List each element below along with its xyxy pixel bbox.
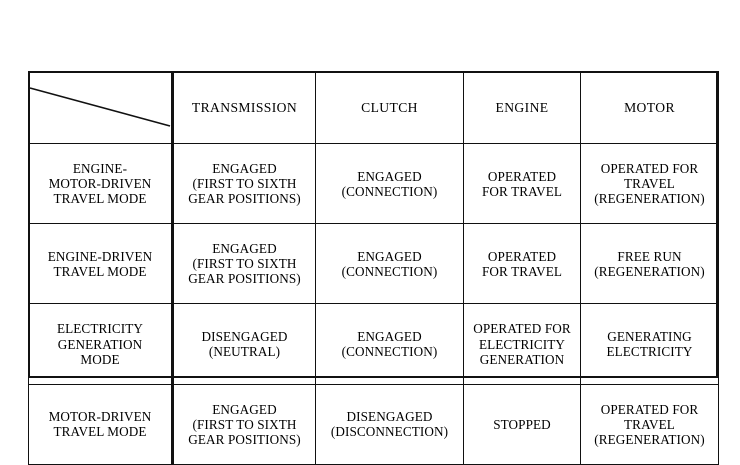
table-header-row: TRANSMISSION CLUTCH ENGINE MOTOR (28, 71, 719, 144)
row-header-engine-driven-travel-mode: ENGINE-DRIVEN TRAVEL MODE (28, 223, 174, 305)
cell-clutch: ENGAGED (CONNECTION) (315, 142, 464, 225)
cell-motor: OPERATED FOR TRAVEL (REGENERATION) (580, 142, 719, 225)
table-row: MOTOR-DRIVEN TRAVEL MODE ENGAGED (FIRST … (28, 383, 719, 465)
cell-transmission: ENGAGED (FIRST TO SIXTH GEAR POSITIONS) (172, 142, 316, 225)
cell-motor: GENERATING ELECTRICITY (580, 303, 719, 385)
column-header-motor: MOTOR (580, 71, 719, 144)
cell-clutch: ENGAGED (CONNECTION) (315, 303, 464, 385)
cell-motor: FREE RUN (REGENERATION) (580, 223, 719, 305)
mode-table-container: TRANSMISSION CLUTCH ENGINE MOTOR ENGINE-… (28, 71, 719, 465)
column-header-clutch-label: CLUTCH (361, 99, 418, 115)
column-header-motor-label: MOTOR (624, 99, 675, 115)
cell-engine: STOPPED (463, 383, 581, 465)
cell-transmission: ENGAGED (FIRST TO SIXTH GEAR POSITIONS) (172, 223, 316, 305)
cell-clutch: DISENGAGED (DISCONNECTION) (315, 383, 464, 465)
row-header-engine-motor-driven-travel-mode: ENGINE- MOTOR-DRIVEN TRAVEL MODE (28, 142, 174, 225)
cell-motor: OPERATED FOR TRAVEL (REGENERATION) (580, 383, 719, 465)
column-header-engine-label: ENGINE (495, 99, 549, 115)
column-header-clutch: CLUTCH (315, 71, 464, 144)
cell-transmission: ENGAGED (FIRST TO SIXTH GEAR POSITIONS) (172, 383, 316, 465)
column-header-transmission-label: TRANSMISSION (191, 99, 298, 115)
row-header-electricity-generation-mode: ELECTRICITY GENERATION MODE (28, 303, 174, 385)
table-row: ENGINE-DRIVEN TRAVEL MODE ENGAGED (FIRST… (28, 223, 719, 305)
column-header-transmission: TRANSMISSION (172, 71, 316, 144)
row-header-motor-driven-travel-mode: MOTOR-DRIVEN TRAVEL MODE (28, 383, 174, 465)
corner-cell-diagonal (28, 71, 174, 144)
table-row: ELECTRICITY GENERATION MODE DISENGAGED (… (28, 303, 719, 385)
vehicle-mode-table: TRANSMISSION CLUTCH ENGINE MOTOR ENGINE-… (28, 71, 719, 465)
column-header-engine: ENGINE (463, 71, 581, 144)
cell-clutch: ENGAGED (CONNECTION) (315, 223, 464, 305)
cell-engine: OPERATED FOR ELECTRICITY GENERATION (463, 303, 581, 385)
cell-engine: OPERATED FOR TRAVEL (463, 142, 581, 225)
cell-transmission: DISENGAGED (NEUTRAL) (172, 303, 316, 385)
table-row: ENGINE- MOTOR-DRIVEN TRAVEL MODE ENGAGED… (28, 142, 719, 225)
cell-engine: OPERATED FOR TRAVEL (463, 223, 581, 305)
diagonal-divider-icon (29, 87, 171, 127)
